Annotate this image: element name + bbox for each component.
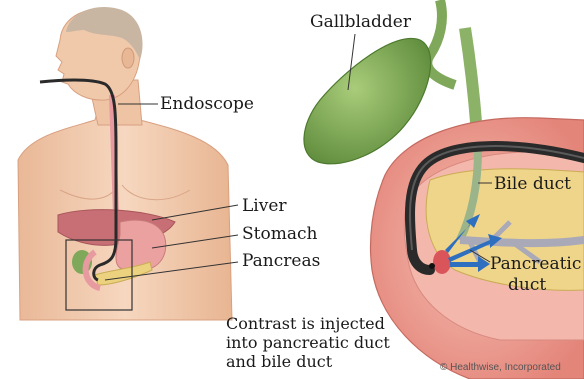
- label-gallbladder: Gallbladder: [310, 14, 411, 31]
- label-stomach: Stomach: [242, 226, 317, 243]
- copyright-credit: © Healthwise, Incorporated: [440, 362, 561, 373]
- torso: [18, 100, 232, 320]
- label-bile-duct: Bile duct: [494, 176, 571, 193]
- body-figure: [18, 7, 232, 320]
- caption-line-1: Contrast is injected: [226, 314, 390, 333]
- stomach-organ: [116, 220, 166, 271]
- label-pancreatic-duct-line1: Pancreatic: [490, 256, 581, 273]
- cystic-duct: [427, 0, 455, 85]
- label-liver: Liver: [242, 198, 287, 215]
- label-endoscope: Endoscope: [160, 96, 254, 113]
- ear: [122, 48, 134, 68]
- papilla: [433, 250, 451, 274]
- label-pancreatic-duct-line2: duct: [508, 277, 546, 294]
- gallbladder-organ: [304, 38, 431, 163]
- label-pancreas: Pancreas: [242, 253, 320, 270]
- caption: Contrast is injected into pancreatic duc…: [226, 314, 390, 371]
- pancreatic-duct-channel: [460, 240, 584, 243]
- catheter-tip: [429, 263, 435, 269]
- caption-line-3: and bile duct: [226, 352, 390, 371]
- caption-line-2: into pancreatic duct: [226, 333, 390, 352]
